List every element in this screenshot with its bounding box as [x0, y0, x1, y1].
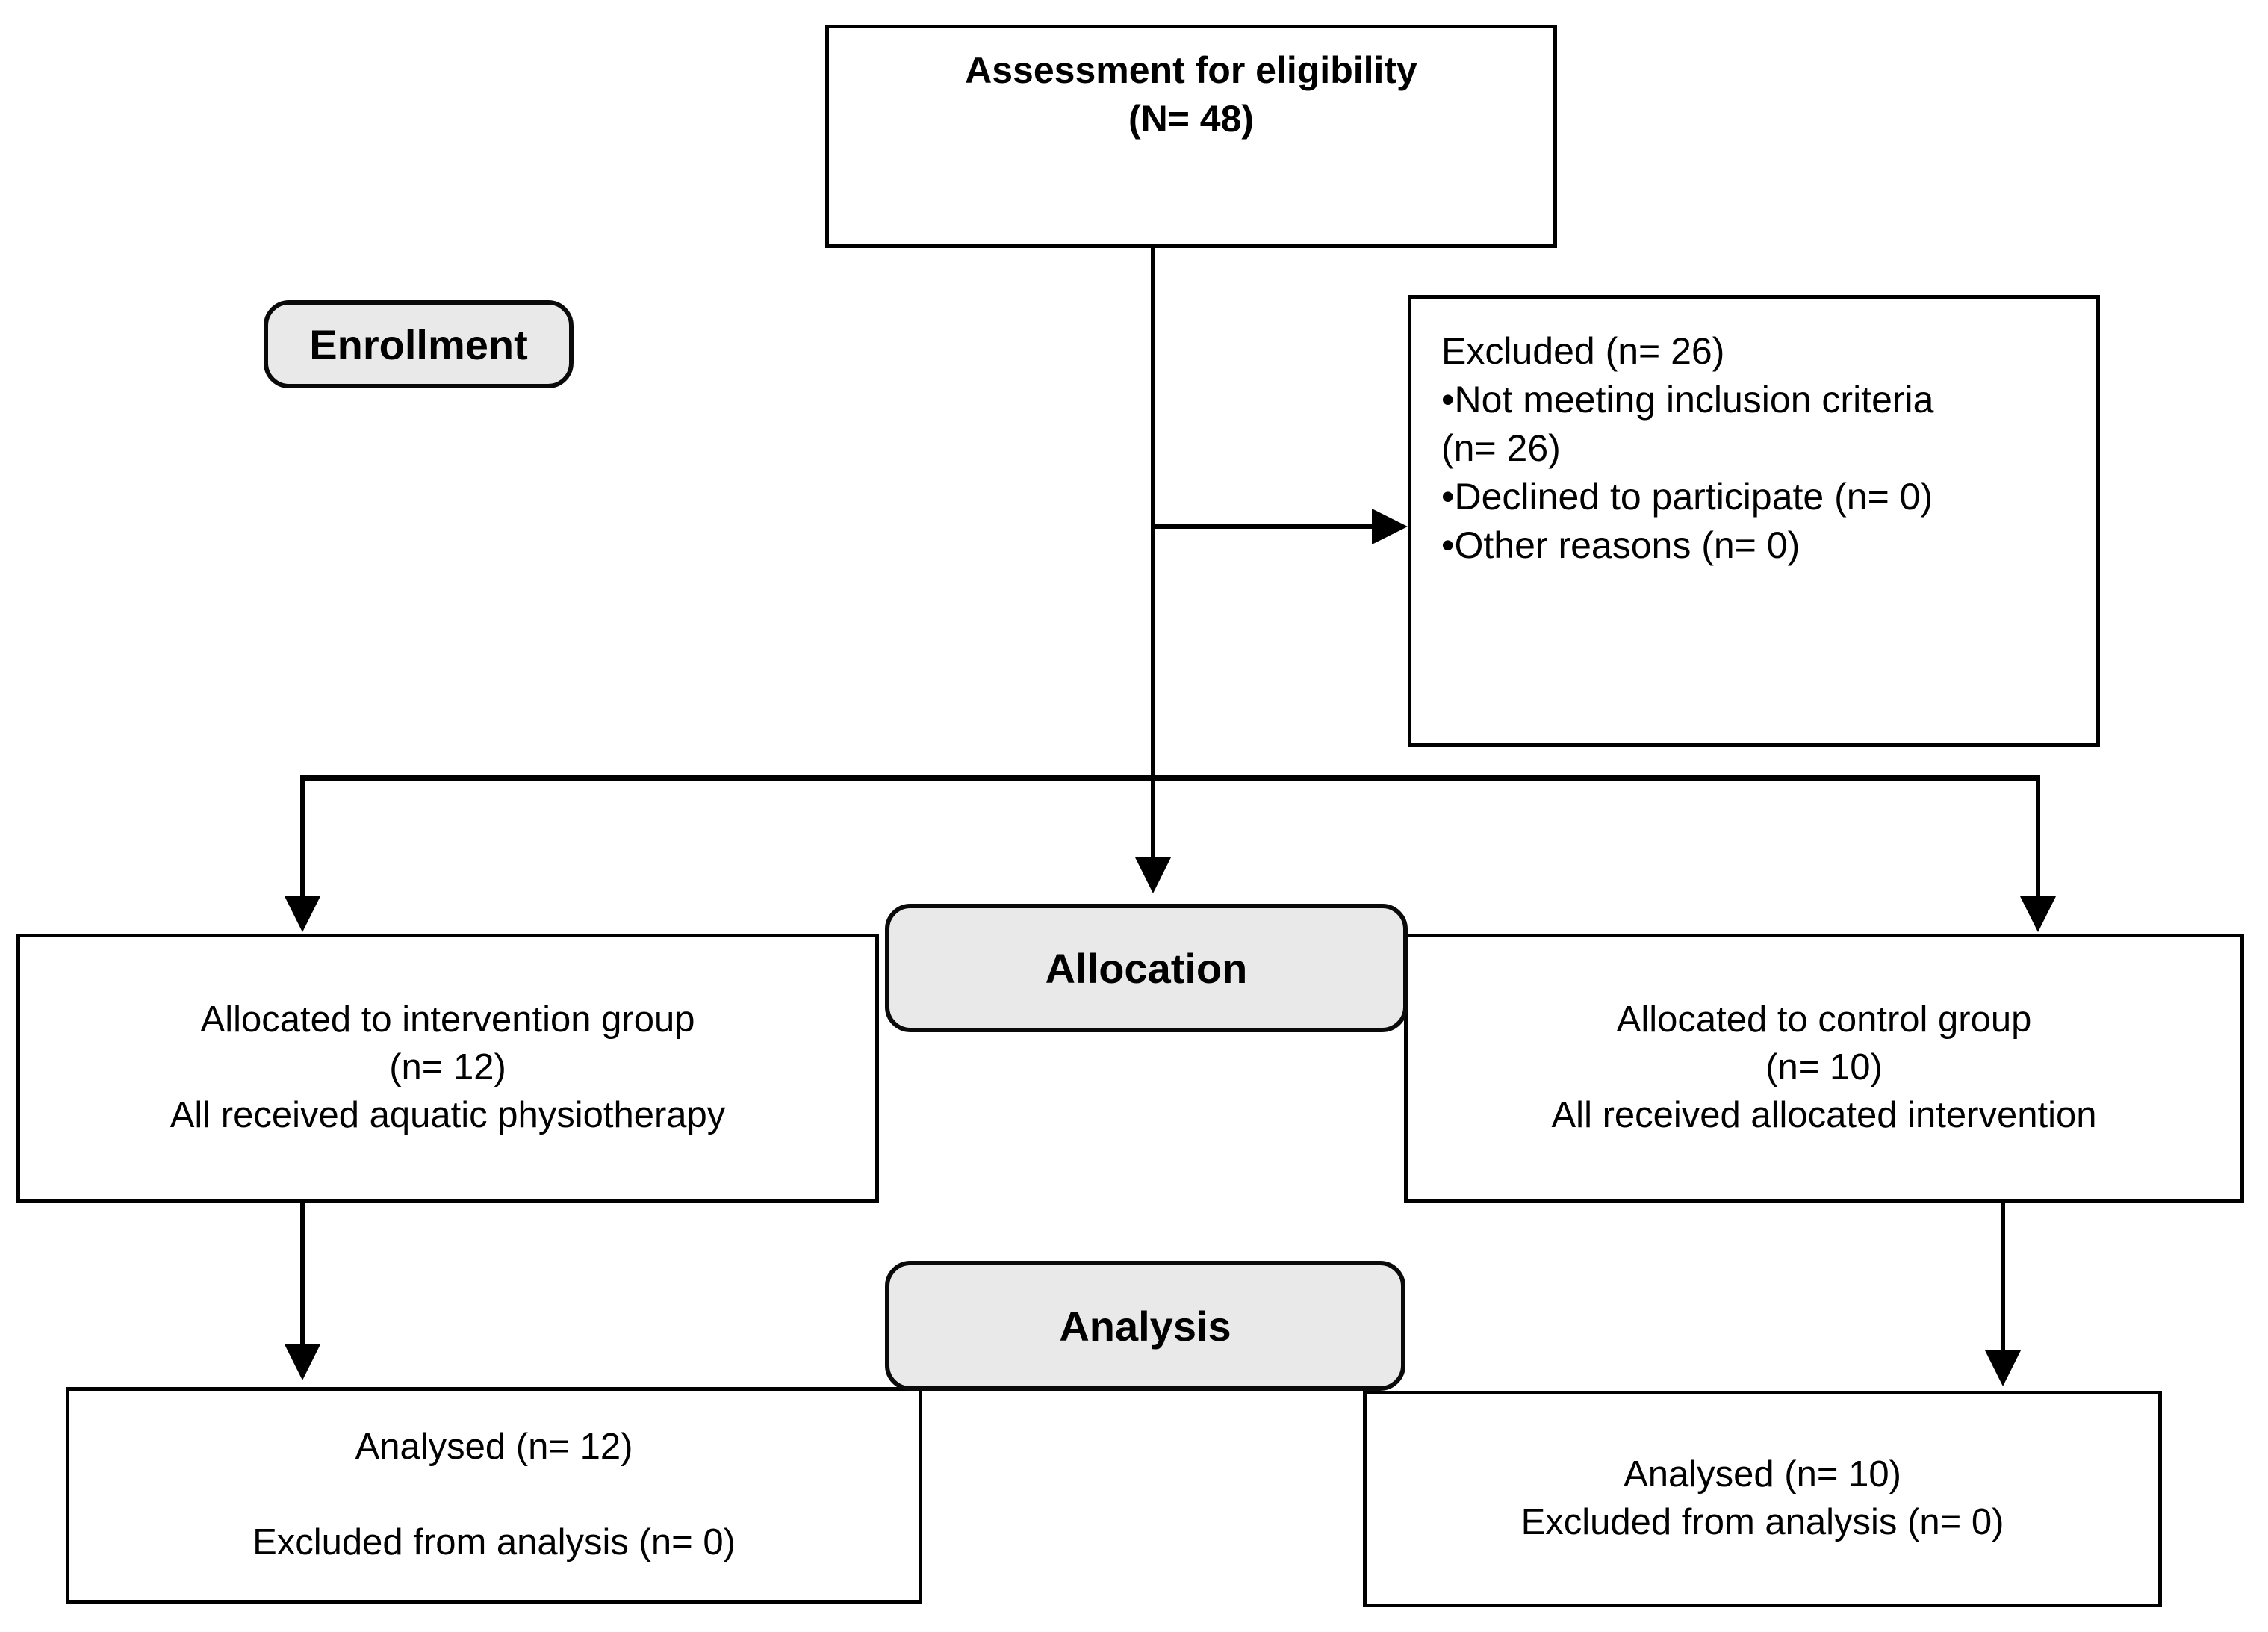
arrowhead-intervention-to-analysis — [285, 1344, 320, 1380]
connector-to-intervention — [300, 775, 305, 901]
assessment-for-eligibility-text: Assessment for eligibility (N= 48) — [965, 49, 1417, 140]
assessment-for-eligibility-box: Assessment for eligibility (N= 48) — [825, 25, 1557, 248]
stage-label-analysis-text: Analysis — [1059, 1302, 1231, 1350]
allocated-control-box: Allocated to control group (n= 10) All r… — [1404, 934, 2244, 1203]
connector-split-horizontal — [300, 775, 2040, 781]
arrowhead-to-intervention — [285, 896, 320, 932]
allocated-control-text: Allocated to control group (n= 10) All r… — [1551, 999, 2097, 1135]
arrowhead-control-to-analysis — [1985, 1350, 2021, 1386]
connector-control-to-analysis — [2001, 1199, 2005, 1354]
stage-label-enrollment: Enrollment — [264, 300, 574, 388]
stage-label-allocation-text: Allocation — [1045, 944, 1248, 992]
connector-intervention-to-analysis — [300, 1199, 305, 1348]
allocated-intervention-box: Allocated to intervention group (n= 12) … — [16, 934, 879, 1203]
analysed-control-box: Analysed (n= 10) Excluded from analysis … — [1363, 1391, 2162, 1607]
arrowhead-to-control — [2020, 896, 2056, 932]
analysed-control-text: Analysed (n= 10) Excluded from analysis … — [1520, 1454, 2004, 1542]
excluded-box: Excluded (n= 26) •Not meeting inclusion … — [1408, 295, 2100, 747]
connector-eligibility-trunk — [1151, 248, 1155, 780]
arrowhead-to-excluded — [1372, 509, 1408, 544]
stage-label-analysis: Analysis — [885, 1261, 1405, 1391]
excluded-text: Excluded (n= 26) •Not meeting inclusion … — [1441, 330, 1934, 566]
analysed-intervention-text: Analysed (n= 12) Excluded from analysis … — [252, 1427, 736, 1563]
allocated-intervention-text: Allocated to intervention group (n= 12) … — [170, 999, 726, 1135]
connector-to-control — [2036, 775, 2040, 901]
connector-to-excluded — [1151, 524, 1372, 529]
arrowhead-to-allocation — [1135, 857, 1171, 893]
analysed-intervention-box: Analysed (n= 12) Excluded from analysis … — [66, 1387, 922, 1604]
stage-label-allocation: Allocation — [885, 904, 1408, 1032]
stage-label-enrollment-text: Enrollment — [309, 320, 528, 368]
connector-trunk-to-allocation — [1151, 775, 1155, 860]
